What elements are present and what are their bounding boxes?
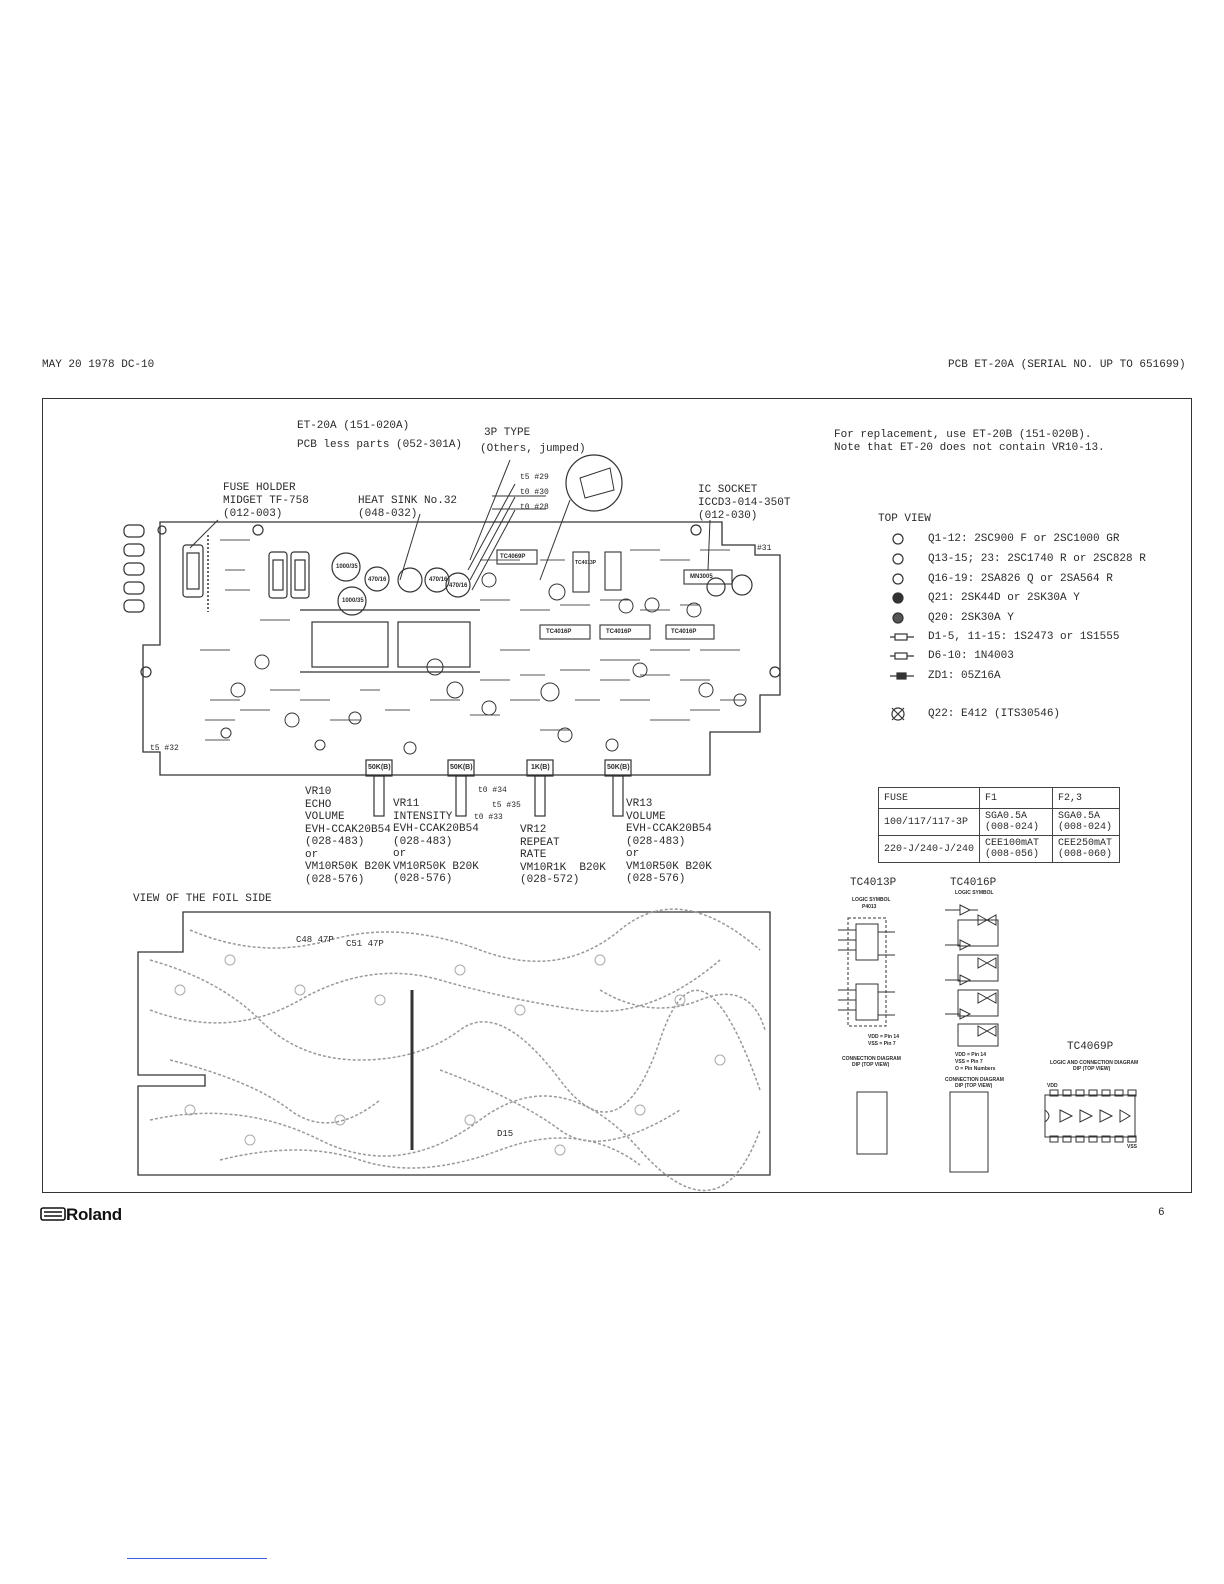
testpoint-34: t0 #34 <box>478 786 507 795</box>
testpoint-28: t0 #28 <box>520 503 549 512</box>
pcb-outline <box>142 521 781 776</box>
testpoint-29: t5 #29 <box>520 473 549 482</box>
foil-outline <box>137 911 771 1176</box>
ic-tc4013-mark: TC4013P <box>575 560 597 566</box>
foil-side-title: VIEW OF THE FOIL SIDE <box>133 893 272 905</box>
diagram-frame <box>42 398 1192 1193</box>
tc4069-dip-label: DIP (TOP VIEW) <box>1073 1066 1111 1072</box>
cap-mark-3: 470/16 <box>368 577 387 583</box>
tc4016-logic-label: LOGIC SYMBOL <box>955 890 994 896</box>
ic-mn3005-mark: MN3005 <box>690 574 713 580</box>
tc4013-vss: VSS = Pin 7 <box>868 1041 896 1047</box>
tc4013-logic-label: LOGIC SYMBOL <box>852 897 891 903</box>
testpoint-35: t5 #35 <box>492 801 521 810</box>
legend-zd1: ZD1: 05Z16A <box>928 670 1001 682</box>
ic-tc4016-mark-1: TC4016P <box>546 629 572 635</box>
foil-d15: D15 <box>497 1129 514 1139</box>
legend-q22: Q22: E412 (ITS30546) <box>928 708 1061 720</box>
ic-tc4069-mark: TC4069P <box>500 554 526 560</box>
legend-q13-15: Q13-15; 23: 2SC1740 R or 2SC828 R <box>928 553 1146 565</box>
header-left: MAY 20 1978 DC-10 <box>42 359 155 371</box>
pcb-less-parts: PCB less parts (052-301A) <box>297 439 463 451</box>
board-model: ET-20A (151-020A) <box>297 420 410 432</box>
foil-c48: C48 47P <box>296 935 334 945</box>
fuse-table: FUSE F1 F2,3 100/117/117-3P SGA0.5A(008-… <box>878 787 1120 863</box>
tc4016-vdd: VDD = Pin 14 <box>955 1052 986 1058</box>
cap-mark-2: 1000/35 <box>342 598 364 604</box>
ic-tc4016-mark-3: TC4016P <box>671 629 697 635</box>
roland-logo: Roland <box>66 1205 122 1224</box>
pot-mark-vr12: 1K(B) <box>531 764 550 771</box>
cap-mark-4: 470/16 <box>429 577 448 583</box>
page-number: 6 <box>1158 1207 1165 1219</box>
tc4013-vdd: VDD = Pin 14 <box>868 1034 899 1040</box>
ic-tc4016-mark-2: TC4016P <box>606 629 632 635</box>
header-right: PCB ET-20A (SERIAL NO. UP TO 651699) <box>948 359 1186 371</box>
tc4069-vdd: VDD <box>1047 1083 1058 1089</box>
tc4013-title: TC4013P <box>850 877 897 889</box>
testpoint-31: #31 <box>757 544 772 553</box>
table-row: 220-J/240-J/240 CEE100mAT(008-056) CEE25… <box>878 835 1120 863</box>
replacement-line2: Note that ET-20 does not contain VR10-13… <box>834 442 1105 454</box>
3p-type-inset <box>565 454 623 512</box>
table-row: 100/117/117-3P SGA0.5A(008-024) SGA0.5A(… <box>878 808 1120 836</box>
blue-rule <box>127 1558 267 1559</box>
foil-c51: C51 47P <box>346 939 384 949</box>
cap-mark-5: 470/16 <box>449 583 468 589</box>
tc4013-part-label: P4013 <box>862 904 877 910</box>
tc4013-conn-label: CONNECTION DIAGRAM <box>842 1056 901 1062</box>
tc4016-title: TC4016P <box>950 877 997 889</box>
top-view-title: TOP VIEW <box>878 513 931 525</box>
type-3p-note: (Others, jumped) <box>480 443 586 455</box>
tc4069-title: TC4069P <box>1067 1041 1114 1053</box>
pot-mark-vr10: 50K(B) <box>368 764 391 771</box>
legend-q21: Q21: 2SK44D or 2SK30A Y <box>928 592 1080 604</box>
legend-q16-19: Q16-19: 2SA826 Q or 2SA564 R <box>928 573 1113 585</box>
testpoint-33: t0 #33 <box>474 813 503 822</box>
pot-mark-vr13: 50K(B) <box>607 764 630 771</box>
pot-mark-vr11: 50K(B) <box>450 764 473 771</box>
tc4016-pin-note: O = Pin Numbers <box>955 1066 996 1072</box>
tc4013-dip-label: DIP (TOP VIEW) <box>852 1062 890 1068</box>
legend-q1-12: Q1-12: 2SC900 F or 2SC1000 GR <box>928 533 1120 545</box>
tc4016-conn-label: CONNECTION DIAGRAM <box>945 1077 1004 1083</box>
legend-d1-5: D1-5, 11-15: 1S2473 or 1S1555 <box>928 631 1120 643</box>
replacement-line1: For replacement, use ET-20B (151-020B). <box>834 429 1092 441</box>
legend-d6-10: D6-10: 1N4003 <box>928 650 1014 662</box>
testpoint-32: t5 #32 <box>150 744 179 753</box>
table-row: FUSE F1 F2,3 <box>878 787 1120 809</box>
type-3p-label: 3P TYPE <box>484 427 531 439</box>
tc4016-vss: VSS = Pin 7 <box>955 1059 983 1065</box>
tc4016-dip-label: DIP (TOP VIEW) <box>955 1083 993 1089</box>
testpoint-30: t0 #30 <box>520 488 549 497</box>
tc4069-logic-label: LOGIC AND CONNECTION DIAGRAM <box>1050 1060 1139 1066</box>
cap-mark-1: 1000/35 <box>336 564 358 570</box>
legend-q20: Q20: 2SK30A Y <box>928 612 1014 624</box>
tc4069-vss: VSS <box>1127 1144 1138 1150</box>
